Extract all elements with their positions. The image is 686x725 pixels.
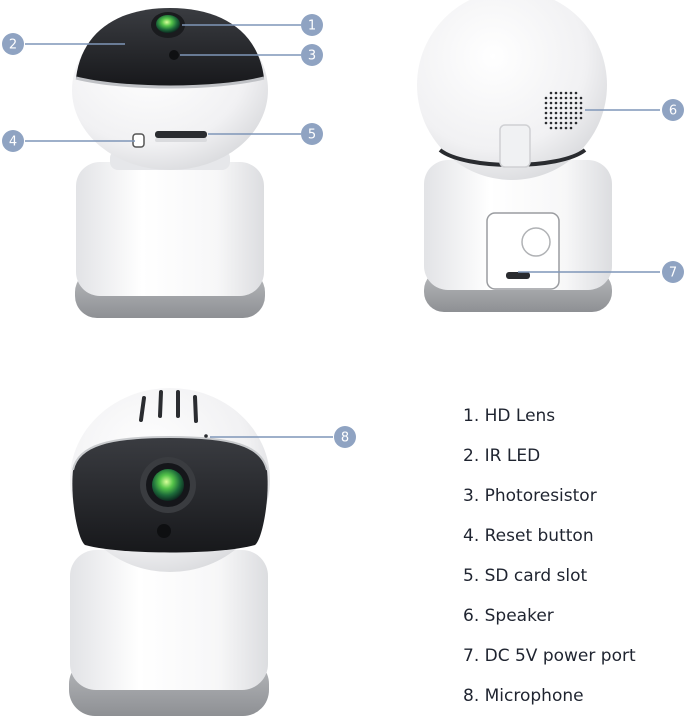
legend-item-photoresistor: 3. Photoresistor — [463, 486, 597, 506]
speaker-dot — [569, 91, 573, 95]
speaker-dot — [549, 96, 553, 100]
speaker-dot — [574, 91, 578, 95]
legend-item-ir-led: 2. IR LED — [463, 446, 541, 466]
svg-text:7: 7 — [669, 266, 677, 281]
speaker-dot — [574, 121, 578, 125]
legend-item-reset-button: 4. Reset button — [463, 526, 594, 546]
callout-2: 2 — [2, 33, 24, 55]
svg-text:8: 8 — [341, 431, 349, 446]
svg-text:2: 2 — [9, 38, 17, 53]
camera-front-tilted-view — [69, 388, 270, 716]
speaker-dot — [564, 96, 568, 100]
speaker-dot — [554, 106, 558, 110]
callout-4: 4 — [2, 130, 24, 152]
speaker-dot — [559, 116, 563, 120]
speaker-dot — [554, 101, 558, 105]
speaker-dot — [544, 101, 548, 105]
camera-front-view — [72, 8, 268, 318]
svg-text:3: 3 — [308, 49, 316, 64]
speaker-dot — [559, 121, 563, 125]
speaker-dot — [559, 106, 563, 110]
speaker-dot — [554, 91, 558, 95]
speaker-dot — [559, 96, 563, 100]
legend-item-power-port: 7. DC 5V power port — [463, 646, 636, 666]
sd-card-slot-icon — [155, 131, 207, 138]
speaker-dot — [554, 111, 558, 115]
legend-item-speaker: 6. Speaker — [463, 606, 554, 626]
speaker-dot — [574, 116, 578, 120]
callout-6: 6 — [662, 99, 684, 121]
speaker-dot — [554, 116, 558, 120]
speaker-dot — [579, 96, 583, 100]
camera-body — [76, 162, 264, 296]
leader-lines — [25, 24, 660, 438]
camera-dome — [417, 0, 607, 180]
speaker-dot — [564, 116, 568, 120]
speaker-dot — [569, 96, 573, 100]
speaker-dot — [554, 126, 558, 130]
speaker-dot — [549, 126, 553, 130]
speaker-dot — [564, 106, 568, 110]
speaker-dot — [564, 111, 568, 115]
speaker-dot — [559, 111, 563, 115]
camera-top-visor — [76, 8, 264, 87]
speaker-dot — [574, 106, 578, 110]
callout-5: 5 — [301, 123, 323, 145]
ir-led-icon — [157, 524, 171, 538]
callout-8: 8 — [334, 426, 356, 448]
legend-item-sd-card-slot: 5. SD card slot — [463, 566, 588, 586]
speaker-dot — [544, 106, 548, 110]
speaker-dot — [569, 126, 573, 130]
parts-legend: 1. HD Lens 2. IR LED 3. Photoresistor 4.… — [463, 405, 683, 725]
power-port-icon — [506, 272, 530, 279]
speaker-dot — [559, 101, 563, 105]
speaker-dot — [564, 91, 568, 95]
speaker-dot — [569, 101, 573, 105]
callout-3: 3 — [301, 44, 323, 66]
svg-text:4: 4 — [9, 135, 17, 150]
speaker-dot — [559, 91, 563, 95]
speaker-dot — [549, 91, 553, 95]
speaker-dot — [544, 121, 548, 125]
speaker-dot — [569, 111, 573, 115]
speaker-dot — [564, 121, 568, 125]
callout-1: 1 — [301, 14, 323, 36]
speaker-dot — [579, 106, 583, 110]
speaker-dot — [549, 121, 553, 125]
speaker-dot — [544, 116, 548, 120]
speaker-dot — [544, 111, 548, 115]
speaker-dot — [559, 126, 563, 130]
svg-text:6: 6 — [669, 104, 677, 119]
speaker-dot — [569, 121, 573, 125]
svg-text:5: 5 — [308, 128, 316, 143]
speaker-dot — [574, 96, 578, 100]
ir-led-icon — [169, 50, 179, 60]
camera-body — [70, 550, 268, 690]
callout-7: 7 — [662, 261, 684, 283]
speaker-dot — [554, 121, 558, 125]
speaker-dot — [569, 116, 573, 120]
speaker-dot — [544, 96, 548, 100]
speaker-dot — [569, 106, 573, 110]
legend-item-microphone: 8. Microphone — [463, 686, 584, 706]
svg-text:1: 1 — [308, 19, 316, 34]
speaker-dot — [574, 101, 578, 105]
speaker-dot — [549, 116, 553, 120]
speaker-dot — [554, 96, 558, 100]
speaker-dot — [579, 111, 583, 115]
speaker-dot — [549, 111, 553, 115]
microphone-icon — [204, 434, 208, 438]
camera-back-view — [417, 0, 612, 312]
speaker-dot — [549, 106, 553, 110]
legend-item-hd-lens: 1. HD Lens — [463, 406, 556, 426]
speaker-dot — [549, 101, 553, 105]
speaker-dot — [564, 101, 568, 105]
speaker-dot — [579, 101, 583, 105]
speaker-dot — [579, 116, 583, 120]
speaker-dot — [574, 111, 578, 115]
speaker-grille-icon — [544, 91, 583, 130]
speaker-dot — [564, 126, 568, 130]
